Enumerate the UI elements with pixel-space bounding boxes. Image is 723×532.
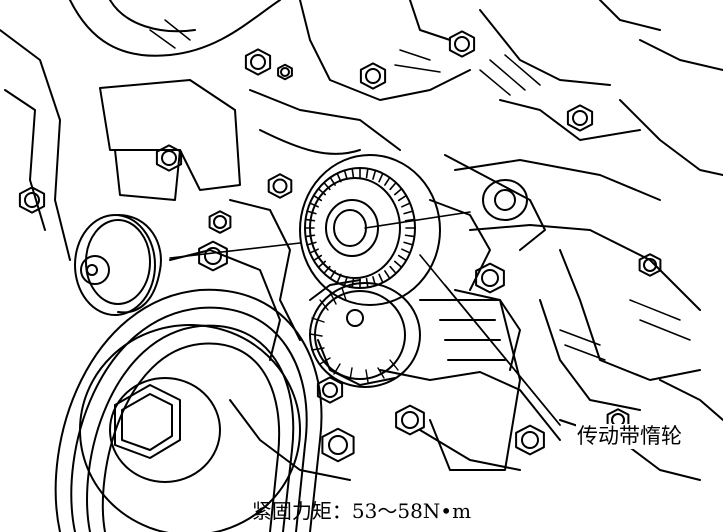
bolt-washer (521, 431, 539, 449)
bolt-head (316, 376, 344, 404)
torque-caption: 紧固力矩：53～58N•m (0, 498, 723, 524)
bolt-washer (481, 269, 499, 287)
bolt-washer (328, 435, 348, 455)
belt-idler-pulley (299, 154, 441, 306)
bolt-head (448, 30, 476, 58)
idler-pulley-small (74, 214, 162, 316)
crankshaft-pulley (54, 288, 323, 532)
bolt-washer (454, 36, 470, 52)
bolt-washer (401, 411, 419, 429)
bolt-head (395, 404, 425, 436)
bolt-washer (250, 54, 266, 70)
torque-value: 53～58N•m (351, 499, 472, 523)
tensioner-arm (419, 154, 546, 471)
bolt-washer (161, 150, 177, 166)
bolt-head (321, 427, 355, 463)
bolt-head (267, 173, 293, 199)
bolt-head (244, 48, 272, 76)
engine-block-outline (0, 0, 723, 481)
bolt-head (359, 62, 387, 90)
bolt-head (18, 186, 46, 214)
bolt-washer (322, 382, 338, 398)
bolt-washer (204, 247, 222, 265)
bolt-head (198, 240, 228, 272)
casting-hatching (149, 19, 691, 361)
bolt-head (277, 63, 293, 81)
bolt-washer (280, 67, 290, 77)
tensioner-pulley (309, 279, 421, 388)
bolts (18, 30, 662, 463)
idler-pulley-label: 传动带惰轮 (576, 424, 683, 450)
bolt-head (515, 424, 545, 456)
bolt-head (566, 104, 594, 132)
bolt-head (155, 144, 183, 172)
bolt-head (475, 262, 505, 294)
callout-leaders (169, 211, 561, 426)
bolt-washer (643, 258, 657, 272)
bolt-head (638, 253, 662, 277)
bolt-washer (365, 68, 381, 84)
bolt-head (208, 210, 232, 234)
bolt-washer (213, 215, 227, 229)
torque-label: 紧固力矩： (251, 499, 352, 523)
bolt-washer (572, 110, 588, 126)
bolt-washer (272, 178, 288, 194)
bolt-washer (24, 192, 40, 208)
